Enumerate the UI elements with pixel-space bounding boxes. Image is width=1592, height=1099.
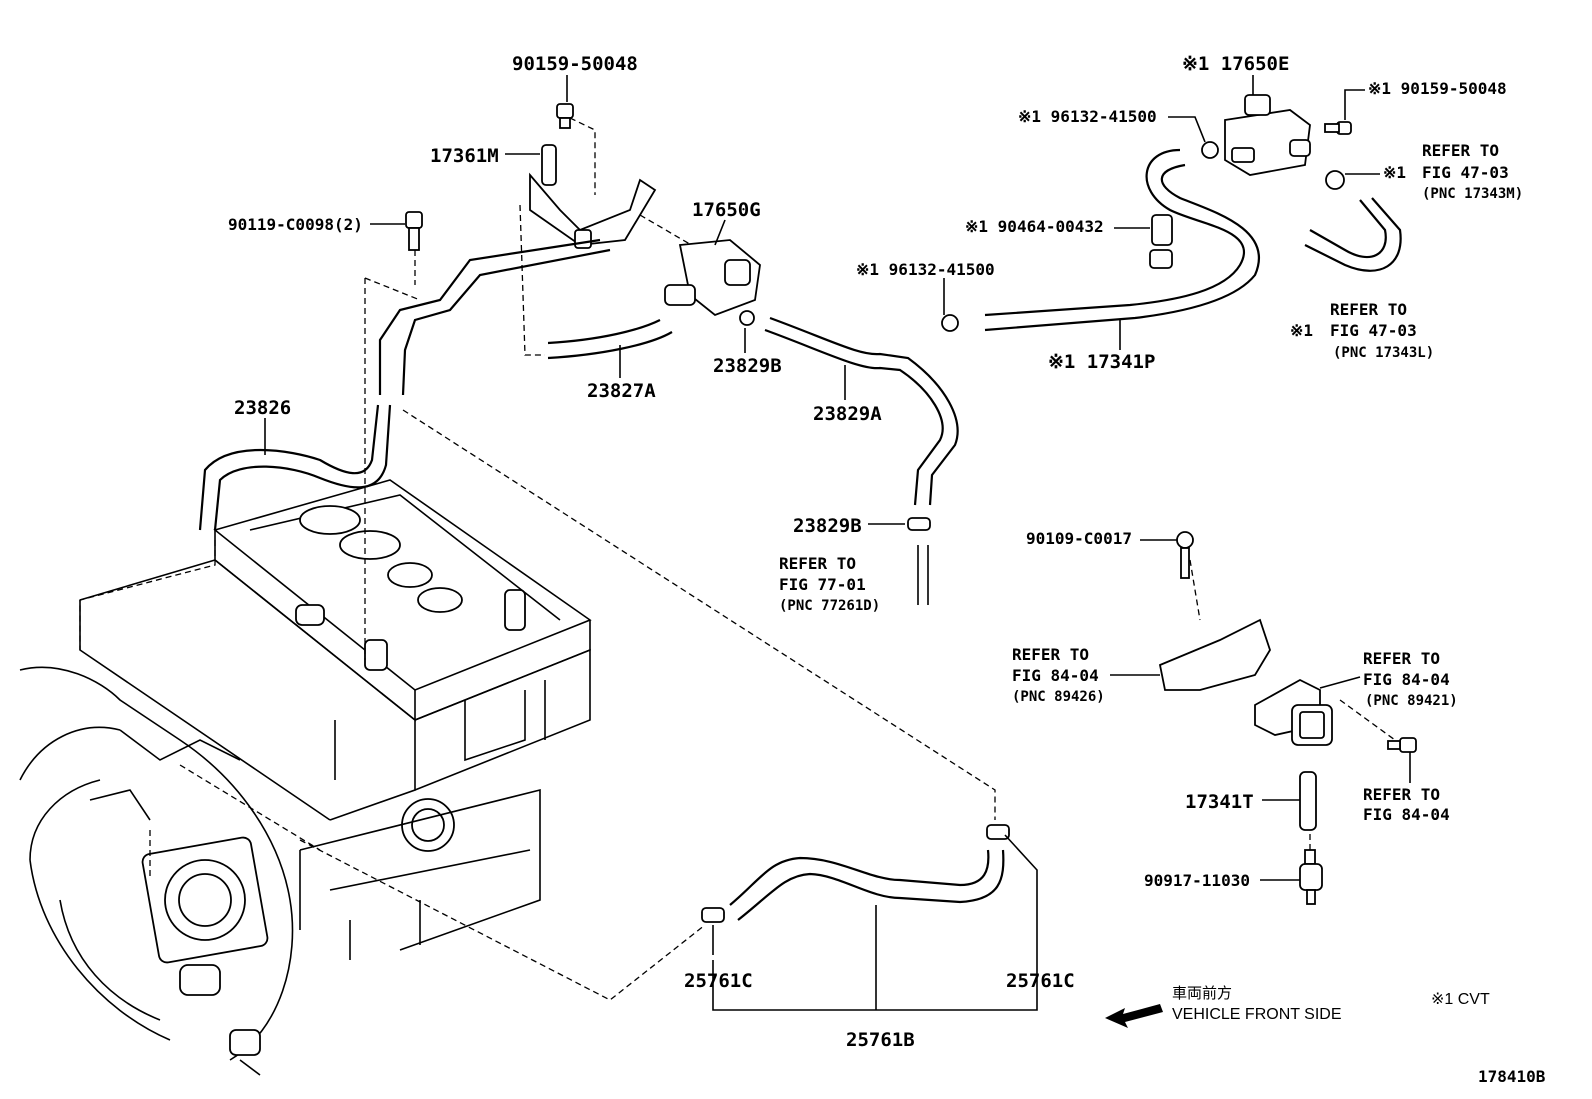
ref-84-04-a-pnc: (PNC 89426) — [1012, 689, 1105, 705]
label-23829B-bottom: 23829B — [793, 515, 862, 537]
ref-77-01-line1: REFER TO — [779, 554, 856, 573]
hose-23826 — [198, 404, 380, 531]
hose-17341T — [1299, 771, 1317, 831]
direction-label-en: VEHICLE FRONT SIDE — [1172, 1006, 1342, 1023]
label-23827A: 23827A — [587, 380, 656, 402]
label-25761B: 25761B — [846, 1029, 915, 1051]
ref-84-04-a-line2: FIG 84-04 — [1012, 666, 1099, 685]
hose-ref-47-03 — [1309, 199, 1387, 259]
bracket-89426 — [1158, 618, 1271, 691]
label-90159-right: ※1 90159-50048 — [1368, 79, 1507, 98]
ref-84-04-b-line1: REFER TO — [1363, 649, 1440, 668]
front-arrow-icon — [1105, 1004, 1163, 1028]
label-90917: 90917-11030 — [1144, 871, 1250, 890]
ref-47-03-l-line1: REFER TO — [1330, 300, 1407, 319]
ref-77-01-pnc: (PNC 77261D) — [779, 598, 880, 614]
clamp-ref-47-03 — [1325, 170, 1345, 190]
ref-84-04-a-line1: REFER TO — [1012, 645, 1089, 664]
hose-23827A — [547, 319, 661, 345]
ref-47-03-m-line1: REFER TO — [1422, 141, 1499, 160]
filter-90917 — [1299, 849, 1323, 905]
label-23829A: 23829A — [813, 403, 882, 425]
ref-77-01-line2: FIG 77-01 — [779, 575, 866, 594]
label-23826: 23826 — [234, 397, 291, 419]
sensor-89421 — [1254, 678, 1333, 746]
hose-23829A — [764, 328, 944, 506]
ref-47-03-l-pnc: (PNC 17343L) — [1333, 345, 1434, 361]
label-23829B-top: 23829B — [713, 355, 782, 377]
note-cvt: ※1 CVT — [1431, 991, 1490, 1008]
bolt-ref-84-04 — [1387, 737, 1417, 753]
leader-lines — [264, 75, 1411, 1011]
clamp-23829B-bottom — [907, 517, 931, 531]
label-90109: 90109-C0017 — [1026, 529, 1132, 548]
label-25761C-left: 25761C — [684, 970, 753, 992]
label-17361M: 17361M — [430, 145, 499, 167]
label-17341T: 17341T — [1185, 791, 1254, 813]
ref-47-03-m-marker: ※1 — [1383, 163, 1406, 182]
stud-90109 — [1176, 531, 1194, 579]
engine-illustration — [19, 479, 592, 1076]
ref-47-03-m-pnc: (PNC 17343M) — [1422, 186, 1523, 202]
label-96132-top: ※1 96132-41500 — [1018, 107, 1157, 126]
clip-96132-mid — [941, 314, 959, 332]
valve-17650G — [664, 239, 761, 317]
ref-84-04-b-line2: FIG 84-04 — [1363, 670, 1450, 689]
ref-47-03-l-line2: FIG 47-03 — [1330, 321, 1417, 340]
label-17650G: 17650G — [692, 199, 761, 221]
hose-25761B — [729, 849, 990, 906]
label-90159-top: 90159-50048 — [512, 53, 638, 75]
ref-47-03-m-line2: FIG 47-03 — [1422, 163, 1509, 182]
ref-47-03-l-marker: ※1 — [1290, 321, 1313, 340]
bolt-90159-top — [556, 103, 574, 129]
part-illustrations — [198, 94, 1417, 1028]
clamp-25761C-right — [986, 824, 1010, 840]
figure-id: 178410B — [1478, 1067, 1546, 1086]
label-17650E: ※1 17650E — [1182, 53, 1289, 75]
ref-84-04-c-line1: REFER TO — [1363, 785, 1440, 804]
label-96132-mid: ※1 96132-41500 — [856, 260, 995, 279]
clip-96132-top — [1201, 141, 1219, 159]
clamp-23829B-top — [739, 310, 755, 326]
bolt-90119 — [405, 211, 423, 251]
direction-label-jp: 車両前方 — [1172, 984, 1232, 1002]
valve-17650E — [1224, 94, 1311, 176]
label-90119: 90119-C0098(2) — [228, 215, 363, 234]
clip-90464 — [1149, 214, 1173, 269]
label-90464: ※1 90464-00432 — [965, 217, 1104, 236]
labels: 90159-50048 17361M 90119-C0098(2) 17650G… — [228, 53, 1546, 1086]
guide-lines — [79, 117, 1396, 1001]
hose-17341P — [984, 148, 1245, 317]
ref-84-04-c-line2: FIG 84-04 — [1363, 805, 1450, 824]
ref-84-04-b-pnc: (PNC 89421) — [1365, 693, 1458, 709]
bracket-17361M — [378, 144, 657, 396]
clamp-25761C-left — [701, 907, 725, 923]
bolt-90159-right — [1324, 121, 1352, 135]
label-25761C-right: 25761C — [1006, 970, 1075, 992]
label-17341P: ※1 17341P — [1048, 351, 1155, 373]
